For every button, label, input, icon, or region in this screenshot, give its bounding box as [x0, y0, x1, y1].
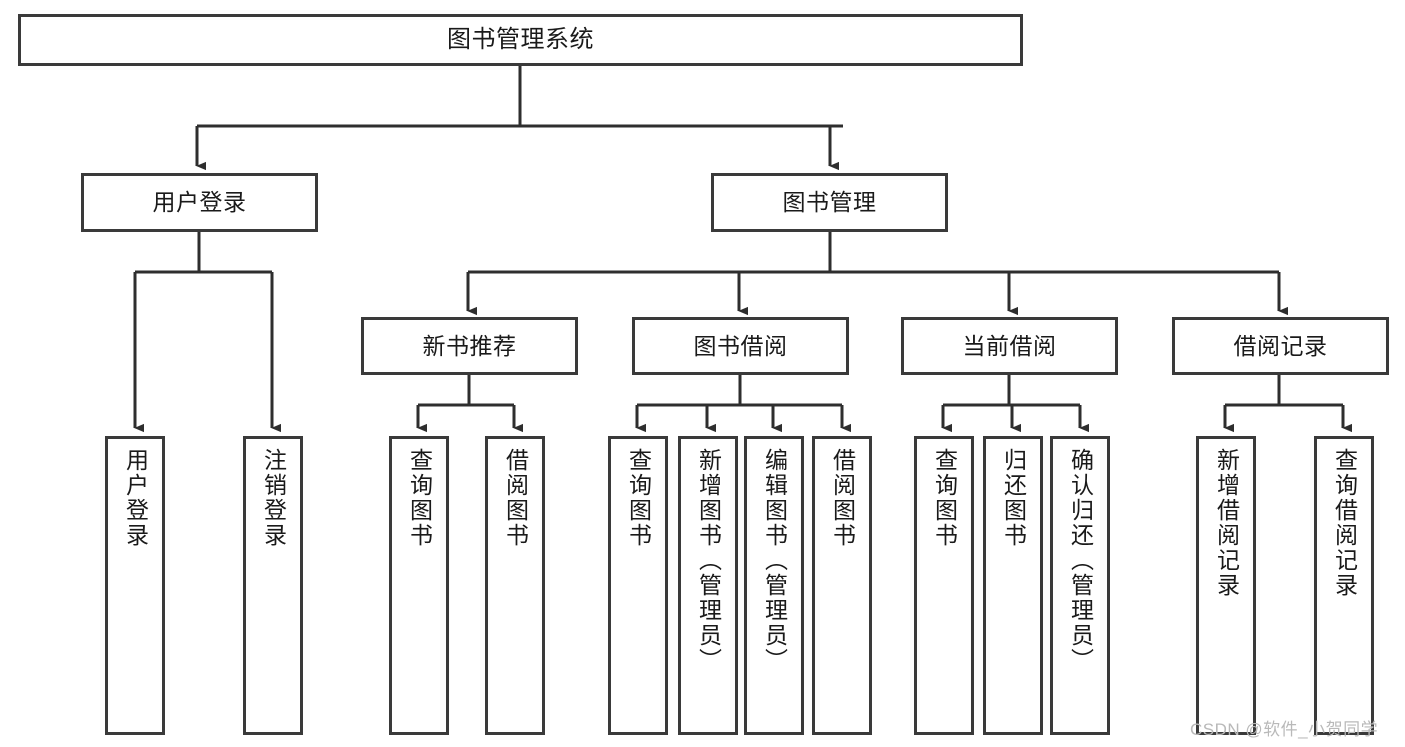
node-leaf-query-record-label: 查询借阅记录	[1331, 448, 1358, 598]
node-new-book-recommend-label: 新书推荐	[422, 332, 517, 359]
node-leaf-add-book[interactable]: 新增图书（管理员）	[678, 436, 738, 735]
node-leaf-user-login[interactable]: 用户登录	[105, 436, 165, 735]
node-root[interactable]: 图书管理系统	[18, 14, 1023, 66]
node-book-manage-label: 图书管理	[782, 189, 877, 216]
node-leaf-borrow-book-1-label: 借阅图书	[502, 448, 529, 548]
node-leaf-return-book-label: 归还图书	[1000, 448, 1027, 548]
node-leaf-edit-book[interactable]: 编辑图书（管理员）	[744, 436, 804, 735]
node-leaf-query-book-2-label: 查询图书	[625, 448, 652, 548]
node-book-borrow-label: 图书借阅	[693, 332, 788, 359]
node-leaf-query-book-3-label: 查询图书	[931, 448, 958, 548]
node-borrow-record[interactable]: 借阅记录	[1172, 317, 1389, 375]
csdn-watermark: CSDN @软件_小贺同学	[1190, 720, 1379, 739]
node-new-book-recommend[interactable]: 新书推荐	[361, 317, 578, 375]
node-root-label: 图书管理系统	[447, 26, 594, 54]
node-leaf-query-book-1[interactable]: 查询图书	[389, 436, 449, 735]
node-leaf-query-book-3[interactable]: 查询图书	[914, 436, 974, 735]
node-current-borrow-label: 当前借阅	[962, 332, 1057, 359]
node-leaf-add-book-label: 新增图书（管理员）	[695, 448, 722, 673]
node-current-borrow[interactable]: 当前借阅	[901, 317, 1118, 375]
node-user-login-label: 用户登录	[152, 189, 247, 216]
node-borrow-record-label: 借阅记录	[1233, 332, 1328, 359]
node-leaf-add-record[interactable]: 新增借阅记录	[1196, 436, 1256, 735]
node-leaf-edit-book-label: 编辑图书（管理员）	[761, 448, 788, 673]
node-leaf-query-book-2[interactable]: 查询图书	[608, 436, 668, 735]
node-leaf-return-book[interactable]: 归还图书	[983, 436, 1043, 735]
node-leaf-logout-login-label: 注销登录	[260, 448, 287, 548]
node-user-login[interactable]: 用户登录	[81, 173, 318, 232]
node-leaf-borrow-book-2-label: 借阅图书	[829, 448, 856, 548]
node-book-manage[interactable]: 图书管理	[711, 173, 948, 232]
node-leaf-query-book-1-label: 查询图书	[406, 448, 433, 548]
node-leaf-logout-login[interactable]: 注销登录	[243, 436, 303, 735]
node-book-borrow[interactable]: 图书借阅	[632, 317, 849, 375]
node-leaf-borrow-book-1[interactable]: 借阅图书	[485, 436, 545, 735]
node-leaf-confirm-return[interactable]: 确认归还（管理员）	[1050, 436, 1110, 735]
node-leaf-add-record-label: 新增借阅记录	[1213, 448, 1240, 598]
node-leaf-confirm-return-label: 确认归还（管理员）	[1067, 448, 1094, 673]
node-leaf-query-record[interactable]: 查询借阅记录	[1314, 436, 1374, 735]
node-leaf-user-login-label: 用户登录	[122, 448, 149, 548]
node-leaf-borrow-book-2[interactable]: 借阅图书	[812, 436, 872, 735]
